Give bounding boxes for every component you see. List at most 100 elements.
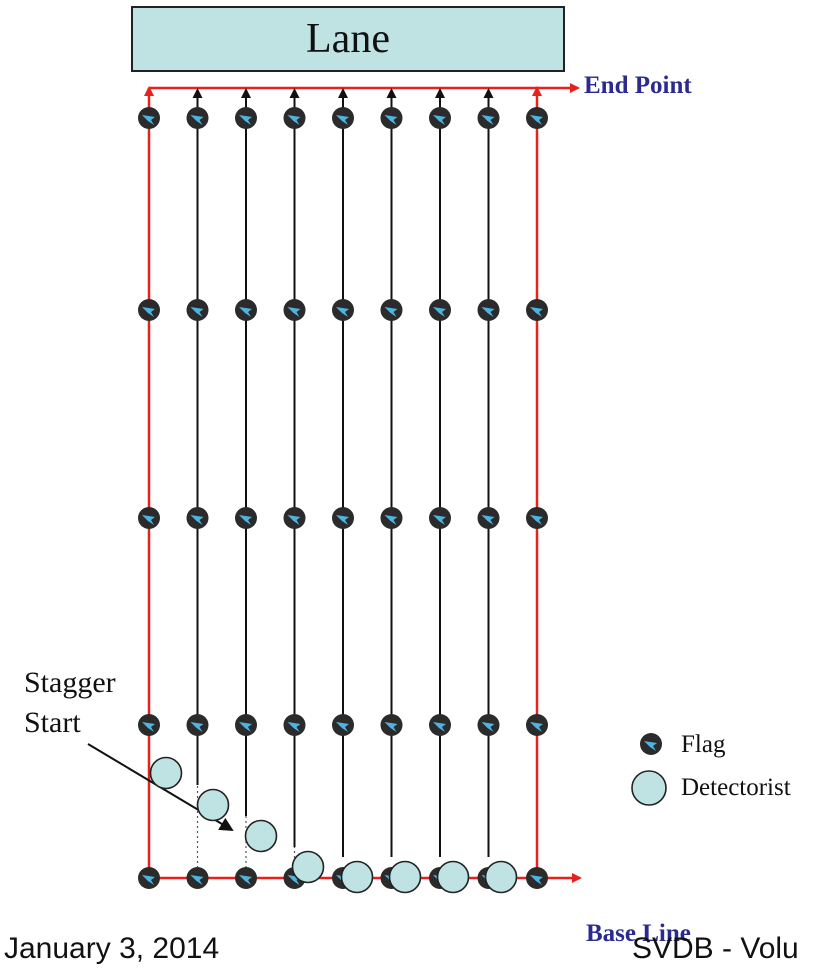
flag-marker: [429, 299, 451, 321]
flag-mark: [142, 722, 155, 732]
flag-mark: [190, 875, 204, 885]
flag-marker: [235, 107, 257, 129]
flag-mark: [530, 515, 543, 525]
flag-mark: [142, 875, 155, 885]
flag-mark: [287, 307, 301, 317]
flag-marker: [235, 507, 257, 529]
flag-mark: [142, 515, 155, 525]
flag-mark: [384, 115, 398, 125]
detectorist-circle: [149, 756, 183, 790]
flag-marker: [235, 867, 257, 889]
flag-marker: [332, 507, 354, 529]
flag-marker: [429, 714, 451, 736]
flag-mark: [530, 115, 543, 125]
legend-flag-label: Flag: [681, 731, 726, 758]
flag-marker: [380, 107, 403, 129]
flag-mark: [142, 307, 155, 317]
detectorist-circle: [340, 860, 374, 894]
flag-marker: [526, 299, 548, 321]
flag-mark: [384, 307, 398, 317]
flag-marker: [477, 714, 500, 736]
flag-mark: [287, 515, 301, 525]
detectorist-circle: [484, 860, 518, 894]
flag-mark: [142, 115, 155, 125]
legend-detectorist-icon: [631, 770, 667, 806]
flag-marker: [332, 107, 354, 129]
stagger-label-line1: Stagger: [24, 666, 116, 699]
flag-mark: [287, 115, 301, 125]
lane-label: Lane: [306, 16, 390, 62]
flag-marker: [186, 714, 209, 736]
footer-title: SVDB - Volu: [632, 932, 799, 965]
flag-marker: [477, 107, 500, 129]
flag-mark: [336, 722, 349, 732]
flag-mark: [530, 875, 543, 885]
flag-marker: [138, 507, 160, 529]
flag-mark: [433, 515, 446, 525]
flag-mark: [190, 307, 204, 317]
flag-mark: [481, 115, 495, 125]
flag-marker: [186, 507, 209, 529]
flag-marker: [186, 299, 209, 321]
flag-mark: [190, 115, 204, 125]
flag-marker: [332, 714, 354, 736]
lane-box: Lane: [131, 6, 565, 72]
detectorist-circle: [436, 860, 470, 894]
flag-mark: [384, 722, 398, 732]
flag-marker: [477, 299, 500, 321]
detectorist-circle: [196, 788, 230, 822]
flag-marker: [380, 507, 403, 529]
flag-marker: [138, 867, 160, 889]
flag-mark: [433, 307, 446, 317]
flag-mark: [287, 722, 301, 732]
flag-marker: [186, 867, 209, 889]
flag-marker: [429, 107, 451, 129]
flag-marker: [380, 714, 403, 736]
flag-mark: [239, 115, 252, 125]
stagger-label-line2: Start: [24, 706, 81, 739]
flag-marker: [235, 299, 257, 321]
flag-mark: [433, 722, 446, 732]
flag-mark: [190, 515, 204, 525]
footer-date: January 3, 2014: [4, 932, 220, 965]
flag-marker: [138, 714, 160, 736]
flag-marker: [526, 714, 548, 736]
flag-marker: [235, 714, 257, 736]
flag-marker: [429, 507, 451, 529]
flag-marker: [283, 299, 306, 321]
flag-mark: [239, 515, 252, 525]
flag-marker: [526, 867, 548, 889]
detectorist-circle: [291, 850, 325, 884]
flag-mark: [384, 515, 398, 525]
base-line-label: Base Line: [586, 920, 691, 947]
legend-detectorist-label: Detectorist: [681, 774, 791, 801]
flag-mark: [433, 115, 446, 125]
flag-marker: [186, 107, 209, 129]
detectorist-circle: [388, 860, 422, 894]
flag-marker: [283, 507, 306, 529]
flag-mark: [644, 741, 657, 751]
flag-mark: [239, 722, 252, 732]
flag-marker: [283, 714, 306, 736]
flag-mark: [336, 115, 349, 125]
flag-marker: [332, 299, 354, 321]
legend-flag-icon: [640, 733, 662, 755]
flag-marker: [283, 107, 306, 129]
flag-marker: [138, 299, 160, 321]
end-point-label: End Point: [584, 72, 692, 99]
detectorist-circle: [244, 819, 278, 853]
flag-marker: [526, 107, 548, 129]
flag-marker: [380, 299, 403, 321]
flag-mark: [336, 307, 349, 317]
flag-mark: [239, 307, 252, 317]
flag-mark: [481, 515, 495, 525]
flag-marker: [138, 107, 160, 129]
flag-mark: [530, 722, 543, 732]
flag-mark: [190, 722, 204, 732]
flag-marker: [477, 507, 500, 529]
flag-mark: [530, 307, 543, 317]
flag-mark: [239, 875, 252, 885]
flag-mark: [336, 515, 349, 525]
